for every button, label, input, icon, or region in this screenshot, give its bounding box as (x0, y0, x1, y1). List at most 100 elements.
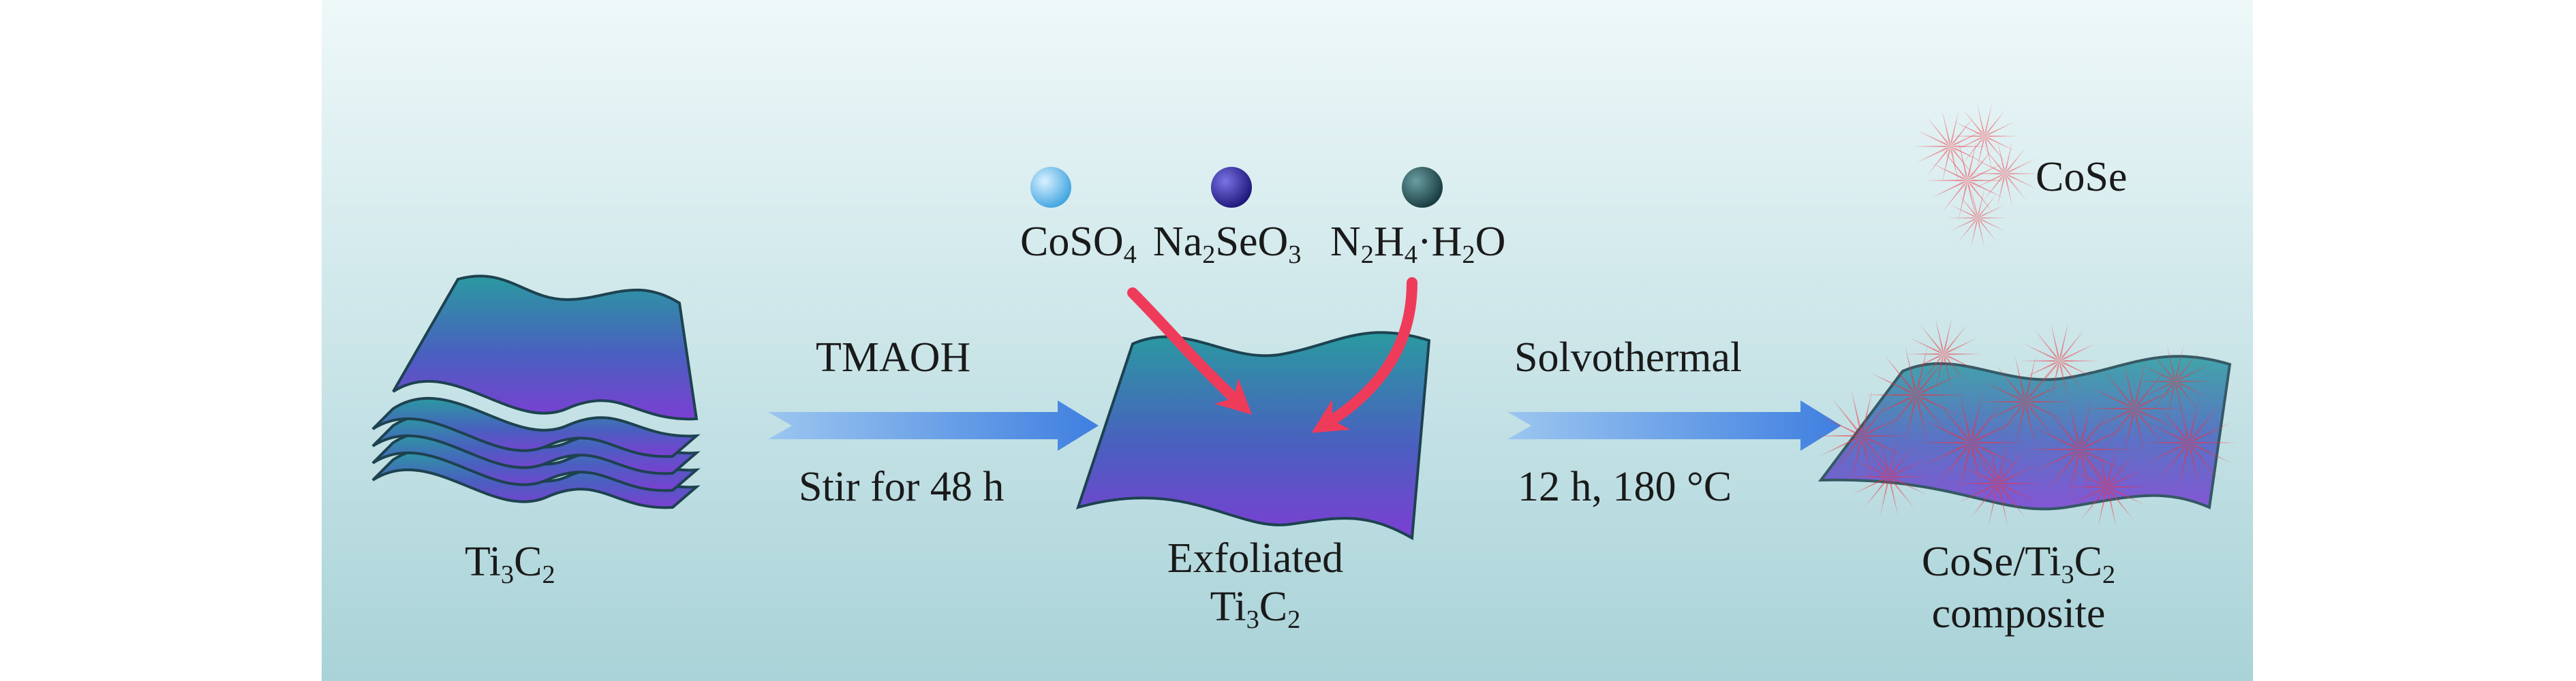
cose-spike (1967, 180, 1977, 221)
n2h4-ball (1402, 167, 1443, 208)
cose-spike (2068, 449, 2080, 502)
cose-spike (1889, 477, 1899, 517)
cose-spike (2069, 469, 2107, 487)
cose-spike (1995, 402, 2025, 439)
cose-spike (1944, 317, 1952, 354)
cose-spike (2090, 387, 2134, 409)
cose-spike (1958, 193, 1978, 218)
cose-spike (2175, 351, 2199, 381)
cose-spike (2098, 487, 2107, 528)
cose-spike (2134, 370, 2165, 409)
cose-spike (2059, 343, 2096, 361)
cose-spike (1950, 136, 1984, 137)
cose-spike (2134, 409, 2146, 457)
cose-spike (2025, 355, 2036, 402)
cose-spike (1997, 174, 2005, 207)
cose-spike (1942, 110, 1950, 146)
cose-flower (1814, 389, 1910, 483)
cose-spike (2090, 409, 2134, 430)
cose-spike (1905, 395, 1916, 445)
cose-spike (2107, 445, 2117, 487)
cose-spike (1971, 419, 2021, 443)
cose-spike (2020, 360, 2059, 362)
cose-spike (2107, 487, 2134, 520)
cose-spike (1978, 218, 1985, 248)
cose-spike (1950, 218, 1978, 232)
cose-spike (1950, 204, 1978, 218)
cose-spike (1971, 400, 2005, 443)
cose-spike (2059, 322, 2068, 361)
cose-spike (2005, 173, 2039, 174)
cose-spike (1818, 436, 1862, 457)
cose-spike (1848, 475, 1889, 478)
cose-spike (1950, 116, 1974, 146)
cose-spike (1983, 174, 2005, 201)
cose-flower (2138, 345, 2213, 418)
cose-spike (1916, 130, 1950, 146)
cose-spike (1942, 180, 1967, 212)
cose-spike (1937, 400, 1971, 443)
scheme-panel: CoSO4 Na2SeO3 N2H4·H2O Ti3C2 TMAOH Stir … (322, 0, 2253, 681)
cose-spike (1916, 355, 1948, 395)
cose-spike (2141, 365, 2175, 381)
cose-spike (2025, 381, 2069, 402)
cose-spike (1913, 146, 1950, 147)
label-composite: CoSe/Ti3C2 composite (1921, 539, 2116, 637)
cose-spike (2166, 381, 2175, 418)
cose-spike (2059, 361, 2096, 379)
cose-spike (1971, 441, 2025, 444)
label-exfoliated: Exfoliated Ti3C2 (1167, 535, 1344, 635)
cose-spike (1947, 217, 1978, 219)
cose-spike (1852, 458, 1889, 477)
cose-spike (2151, 351, 2175, 381)
cose-spike (1978, 188, 1985, 218)
scheme-graphics (322, 0, 2253, 681)
cose-flower (1906, 317, 1981, 391)
label-step2-condition: 12 h, 180 °C (1518, 464, 1732, 510)
cose-spike (1944, 354, 1952, 391)
cose-spike (1832, 436, 1862, 473)
cose-spike (2189, 396, 2200, 443)
cose-spike (1863, 445, 1889, 477)
cose-spike (1862, 436, 1873, 483)
cose-flower (2141, 396, 2237, 490)
cose-spike (2031, 426, 2080, 449)
cose-spike (1851, 436, 1862, 483)
cose-spike (1978, 400, 2025, 403)
cose-spike (1910, 354, 1944, 370)
cose-spike (2031, 449, 2080, 473)
reagent-label-n2h4-h2o: N2H4·H2O (1330, 219, 1506, 269)
cose-spike (2005, 146, 2027, 174)
cose-spike (2104, 409, 2134, 447)
cose-spike (2025, 402, 2055, 439)
cose-spike (1959, 390, 1971, 443)
cose-spike (1942, 146, 1950, 183)
cose-particle-icon (1913, 103, 2039, 248)
cose-spike (1937, 443, 1971, 486)
cose-spike (1998, 449, 2026, 484)
cose-spike (2080, 449, 2128, 473)
cose-spike (2178, 396, 2189, 443)
cose-spike (1944, 354, 1967, 384)
cose-spike (2134, 387, 2179, 409)
label-ti3c2-start: Ti3C2 (465, 539, 555, 589)
cose-spike (1870, 395, 1916, 417)
cose-spike (1944, 353, 1981, 355)
cose-spike (2065, 486, 2107, 488)
cose-spike (2034, 330, 2059, 361)
cose-spike (2059, 361, 2085, 392)
cose-flower (1978, 355, 2073, 449)
cose-spike (2175, 381, 2209, 398)
cose-spike (1880, 477, 1889, 517)
cose-spike (1970, 484, 1998, 518)
cose-spike (2107, 469, 2145, 487)
cose-spike (1967, 180, 2005, 199)
cose-spike (1998, 484, 2038, 503)
cose-spike (1963, 109, 1984, 136)
cose-spike (1851, 389, 1862, 436)
cose-spike (1889, 477, 1915, 509)
cose-spike (1995, 364, 2025, 402)
cose-spike (1982, 402, 2025, 423)
cose-spike (1916, 395, 1963, 417)
cose-spike (1930, 180, 1967, 199)
